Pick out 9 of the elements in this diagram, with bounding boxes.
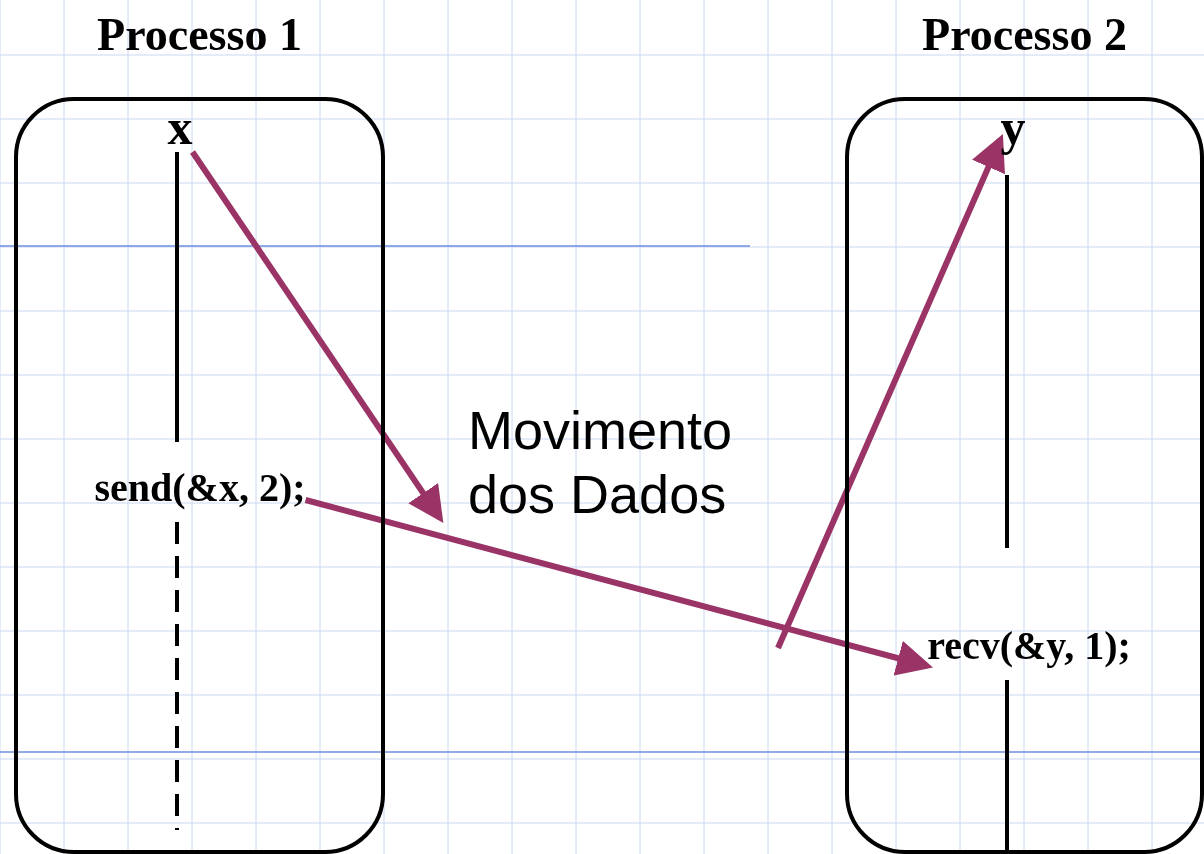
process-title: Processo 1 (96, 8, 303, 62)
process-title: Processo 2 (921, 8, 1128, 62)
code-statement: recv(&y, 1); (927, 626, 1131, 666)
arrow (304, 497, 933, 676)
annotation-text: Movimento dos Dados (468, 399, 734, 526)
arrow (775, 134, 1005, 650)
variable-label: x (167, 102, 193, 152)
code-statement: send(&x, 2); (94, 468, 306, 508)
arrow (190, 150, 444, 523)
